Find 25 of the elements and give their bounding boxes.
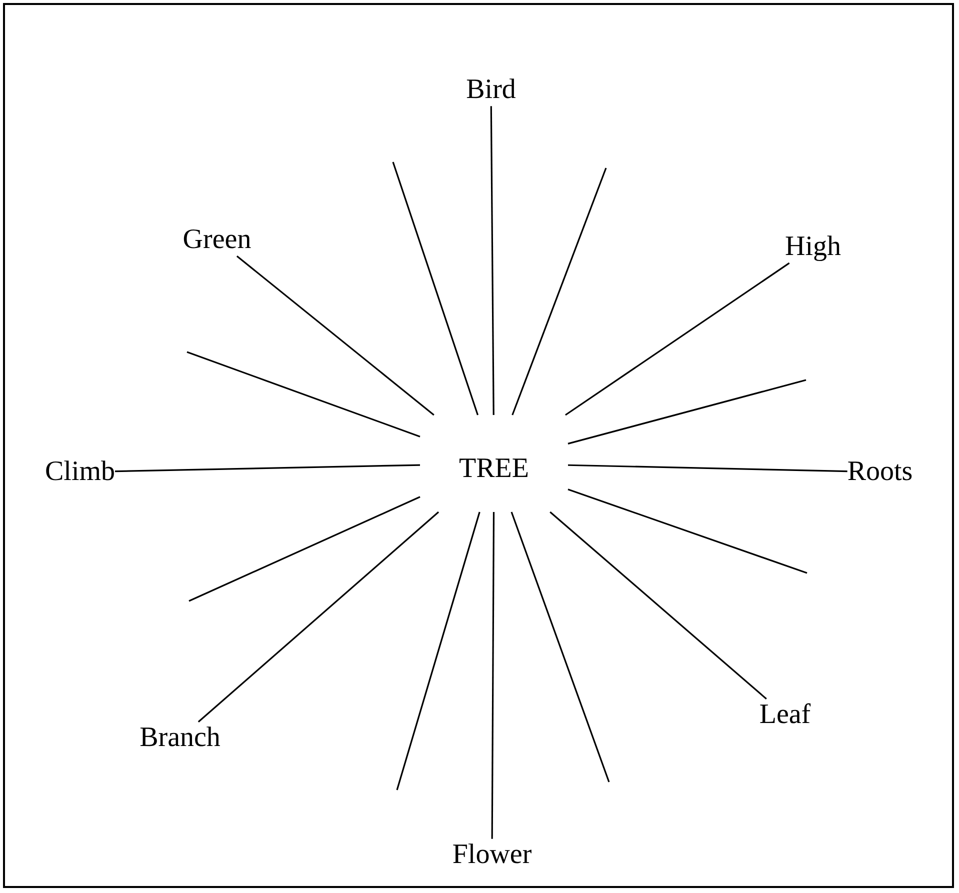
ray-line xyxy=(512,168,607,416)
connector-line xyxy=(198,511,440,722)
ray-line xyxy=(188,496,420,602)
ray-line xyxy=(510,512,610,782)
connector-line xyxy=(115,464,420,472)
ray-line xyxy=(568,488,808,574)
ray-line xyxy=(392,162,479,416)
word: Bird xyxy=(466,74,516,106)
word: Branch xyxy=(140,722,220,754)
connector-line xyxy=(236,255,434,416)
word: Climb xyxy=(45,456,115,488)
word: Leaf xyxy=(759,698,811,732)
word: Flower xyxy=(452,838,532,872)
center-word: TREE xyxy=(459,453,529,486)
connector-line xyxy=(491,512,495,839)
word: Green xyxy=(182,224,252,256)
ray-line xyxy=(186,351,420,438)
ray-line xyxy=(568,379,806,444)
word: High xyxy=(785,230,841,264)
ray-line xyxy=(396,512,480,790)
connector-line xyxy=(550,511,767,700)
connector-line xyxy=(568,464,848,472)
word: Roots xyxy=(847,456,913,488)
connector-line xyxy=(565,262,790,416)
connector-line xyxy=(490,106,494,415)
